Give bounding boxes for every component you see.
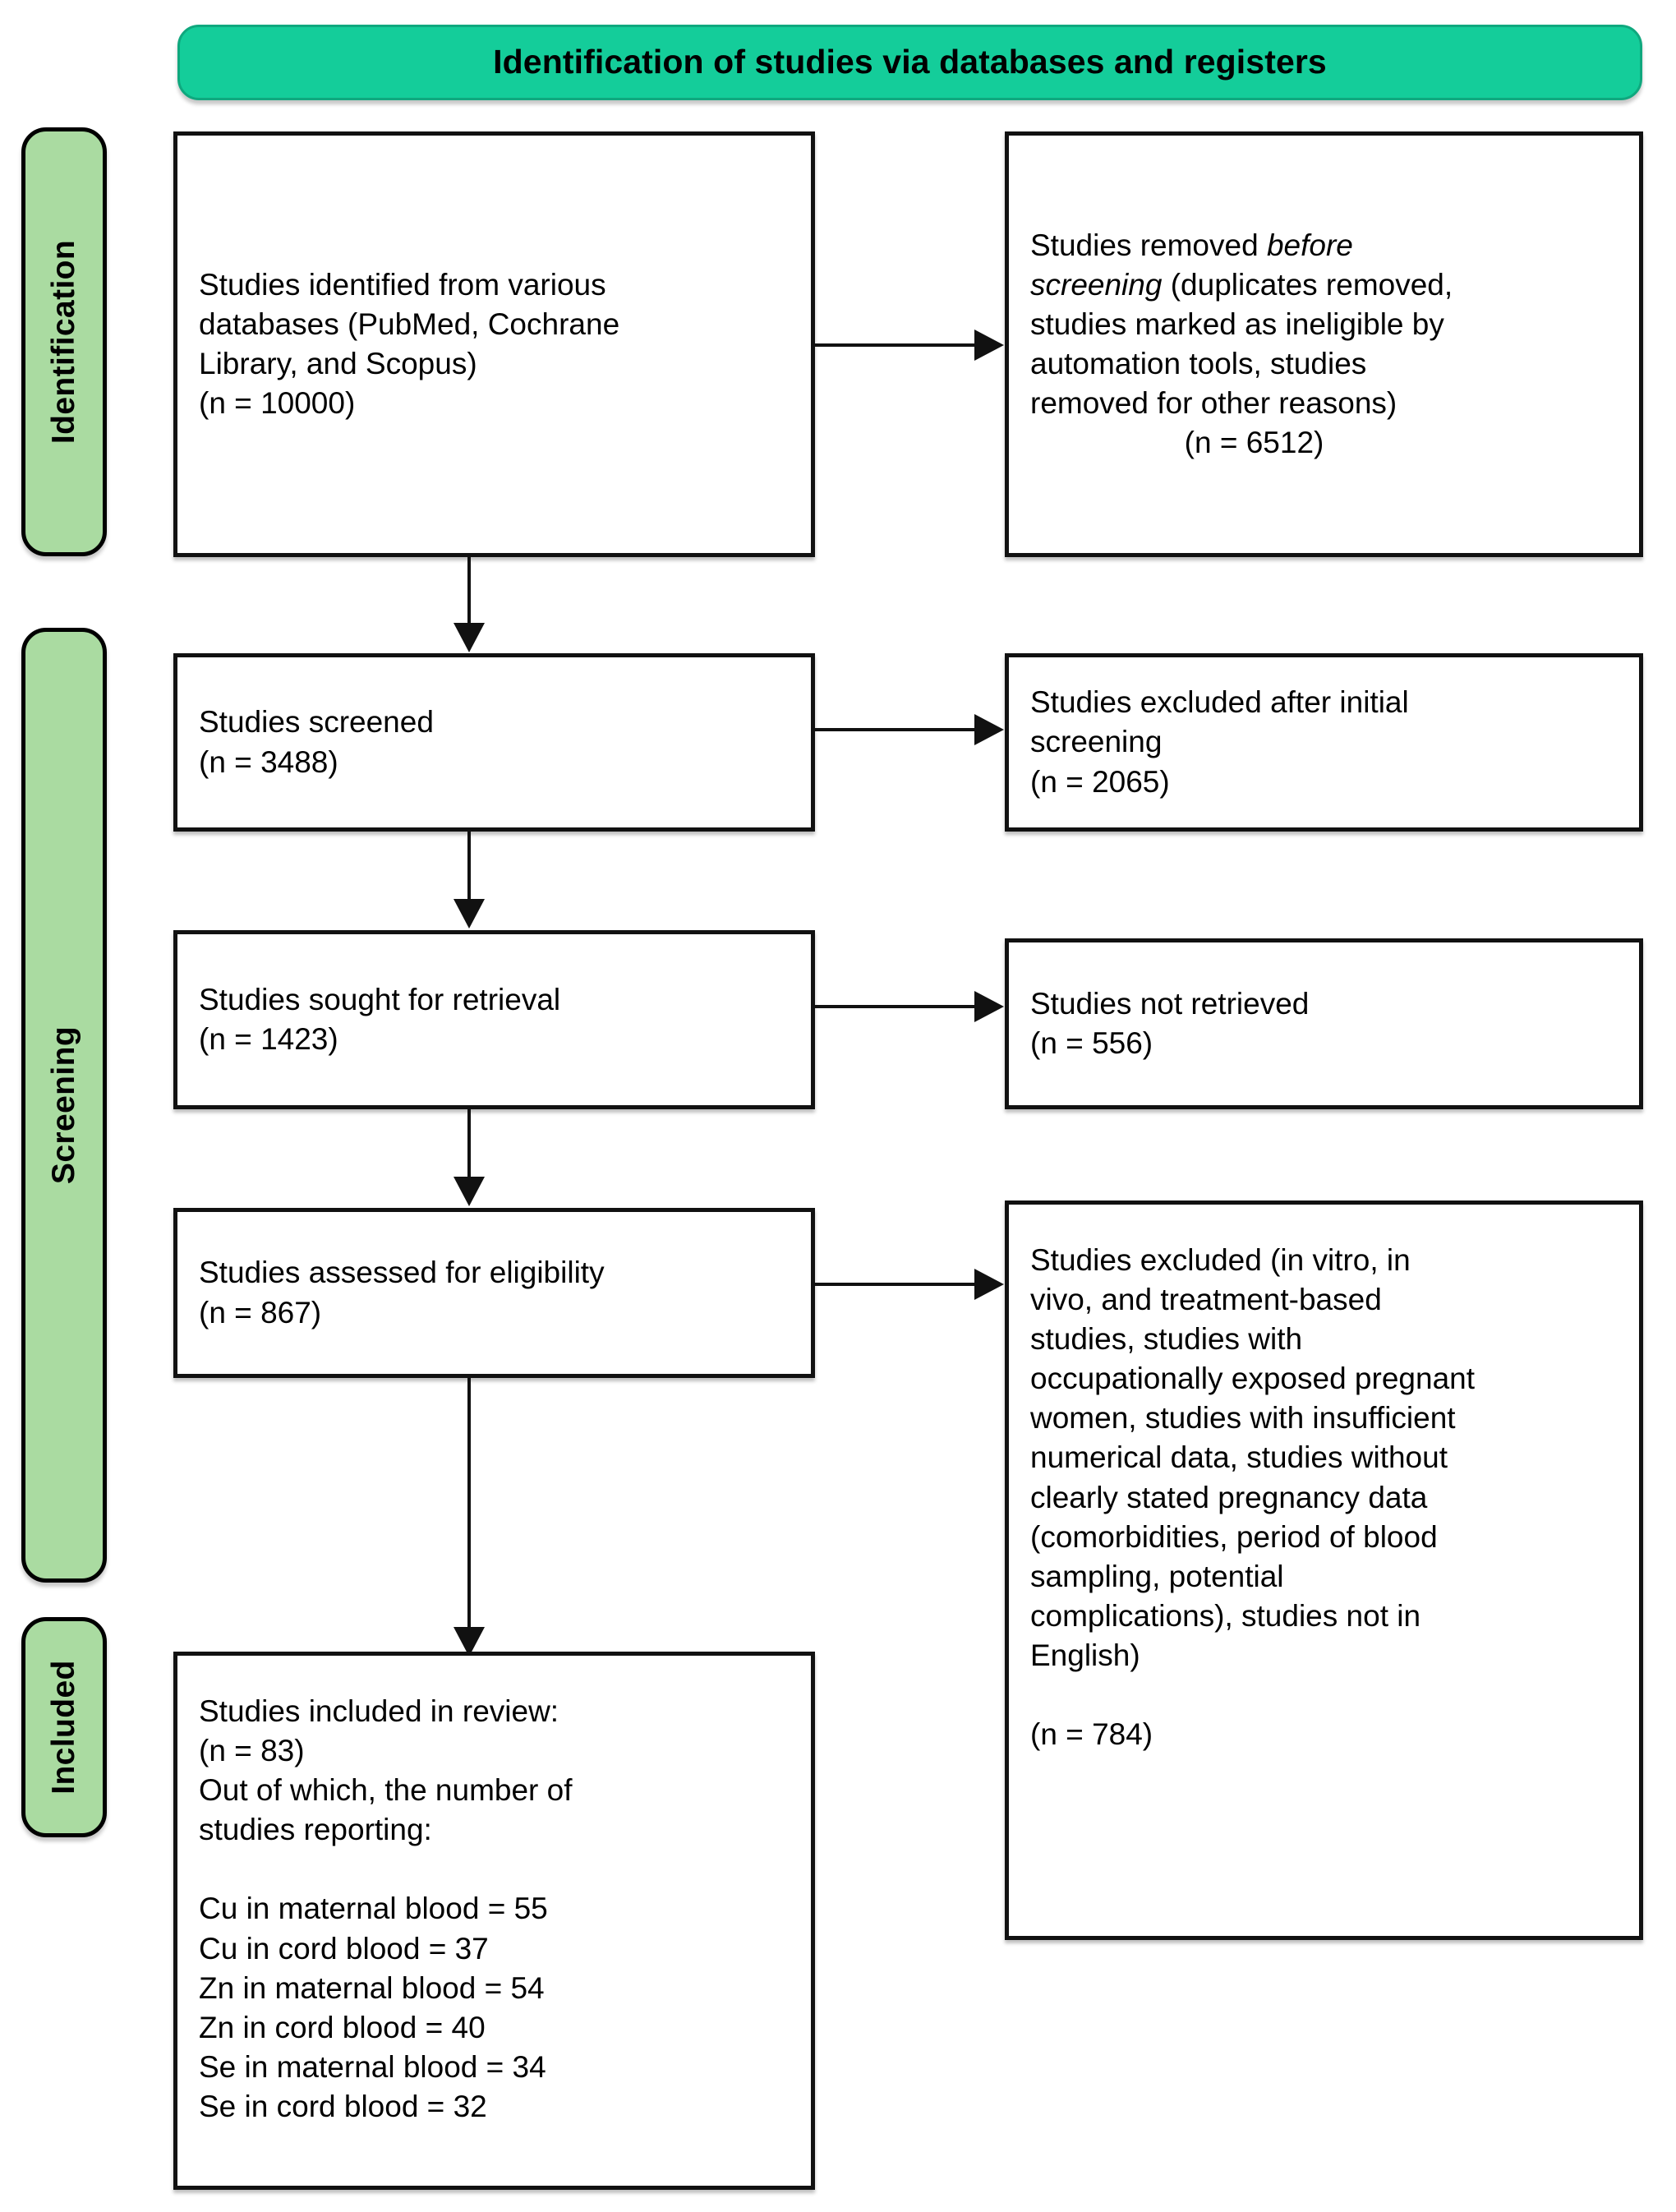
removed-rest-text: studies marked as ineligible by automati…	[1030, 306, 1444, 421]
box-studies-not-retrieved-text: Studies not retrieved (n = 556)	[1030, 986, 1310, 1060]
box-studies-excluded-initial-text: Studies excluded after initial screening…	[1030, 685, 1409, 799]
box-studies-identified: Studies identified from various database…	[173, 131, 815, 557]
removed-line1-plain: Studies removed	[1030, 228, 1267, 262]
phase-header-identification: Identification of studies via databases …	[177, 25, 1642, 100]
arrowhead-sought-to-not-retrieved	[974, 991, 1004, 1022]
connector-screened-to-sought	[467, 832, 471, 902]
box-studies-removed-before-screening: Studies removed before screening (duplic…	[1005, 131, 1643, 557]
connector-identified-to-removed	[815, 343, 976, 347]
stage-rail-screening: Screening	[21, 628, 107, 1583]
box-studies-excluded-full: Studies excluded (in vitro, in vivo, and…	[1005, 1200, 1643, 1940]
box-studies-included-review: Studies included in review: (n = 83) Out…	[173, 1652, 815, 2190]
removed-line2-plain: (duplicates removed,	[1162, 267, 1453, 302]
arrowhead-identified-to-removed	[974, 329, 1004, 361]
arrowhead-screened-to-sought	[454, 899, 485, 929]
arrowhead-screened-to-excluded-initial	[974, 714, 1004, 745]
box-studies-identified-text: Studies identified from various database…	[199, 267, 620, 421]
arrowhead-assessed-to-excluded-full	[974, 1269, 1004, 1300]
removed-count-line: (n = 6512)	[1184, 426, 1324, 460]
stage-rail-included: Included	[21, 1617, 107, 1837]
stage-rail-label-screening: Screening	[46, 1025, 81, 1185]
box-studies-sought-retrieval-text: Studies sought for retrieval (n = 1423)	[199, 982, 561, 1056]
box-studies-not-retrieved: Studies not retrieved (n = 556)	[1005, 938, 1643, 1109]
box-studies-assessed-eligibility: Studies assessed for eligibility (n = 86…	[173, 1208, 815, 1378]
connector-screened-to-excluded-initial	[815, 728, 976, 731]
arrowhead-identified-to-screened	[454, 623, 485, 652]
removed-line1-italic: before	[1266, 228, 1353, 262]
box-studies-screened-text: Studies screened (n = 3488)	[199, 705, 434, 779]
box-studies-removed-before-screening-text: Studies removed before screening (duplic…	[1009, 226, 1639, 463]
stage-rail-identification: Identification	[21, 127, 107, 556]
box-studies-excluded-initial: Studies excluded after initial screening…	[1005, 653, 1643, 832]
connector-sought-to-not-retrieved	[815, 1005, 976, 1008]
connector-assessed-to-excluded-full	[815, 1283, 976, 1286]
arrowhead-sought-to-assessed	[454, 1177, 485, 1206]
connector-sought-to-assessed	[467, 1109, 471, 1180]
phase-header-title: Identification of studies via databases …	[493, 43, 1327, 81]
connector-assessed-to-included	[467, 1378, 471, 1630]
connector-identified-to-screened	[467, 557, 471, 626]
removed-line2-italic: screening	[1030, 267, 1163, 302]
box-studies-included-review-text: Studies included in review: (n = 83) Out…	[199, 1694, 573, 2123]
box-studies-assessed-eligibility-text: Studies assessed for eligibility (n = 86…	[199, 1256, 605, 1330]
stage-rail-label-included: Included	[46, 1660, 81, 1795]
stage-rail-label-identification: Identification	[46, 239, 81, 445]
box-studies-screened: Studies screened (n = 3488)	[173, 653, 815, 832]
box-studies-excluded-full-text: Studies excluded (in vitro, in vivo, and…	[1030, 1243, 1475, 1752]
box-studies-sought-retrieval: Studies sought for retrieval (n = 1423)	[173, 930, 815, 1109]
